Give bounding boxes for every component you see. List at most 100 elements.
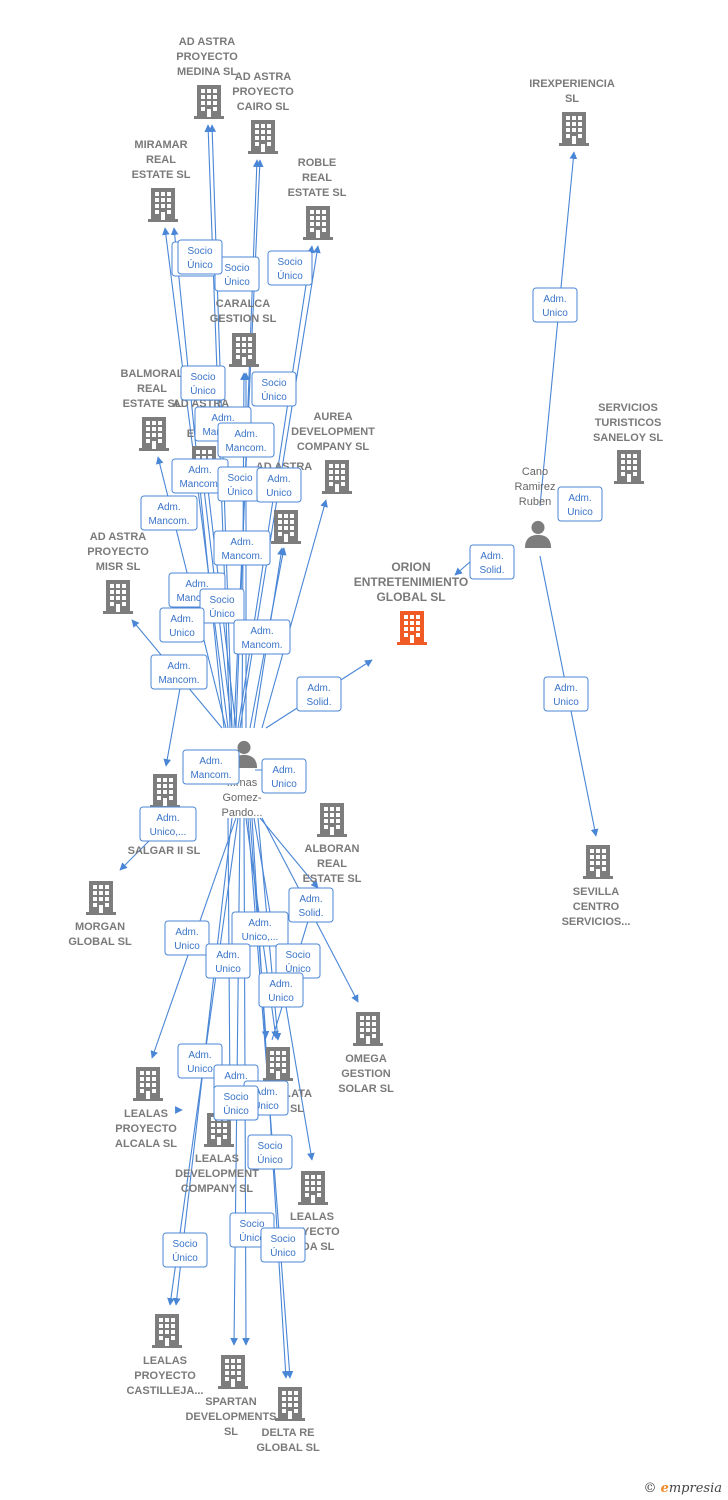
node-lealas-castilleja[interactable]: LEALASPROYECTOCASTILLEJA... (126, 1314, 204, 1397)
edge-label-frame (180, 365, 226, 401)
building-icon (583, 845, 613, 879)
building-icon (133, 1067, 163, 1101)
node-label-line: ENTRETENIMIENTO (354, 575, 468, 589)
edge-label-text: Adm. (272, 765, 295, 776)
node-sevilla[interactable]: SEVILLACENTROSERVICIOS... (562, 845, 631, 928)
edge-label-box[interactable]: Adm.Unico (557, 486, 603, 522)
edge-label-text: Unico,... (150, 827, 187, 838)
node-label-line: LEALAS (124, 1108, 168, 1120)
node-label-line: Pando... (222, 807, 263, 819)
node-label-line: ESTATE SL (288, 187, 347, 199)
node-label-line: ALCALA SL (115, 1138, 177, 1150)
edge-label-box[interactable]: Adm.Unico (205, 943, 251, 979)
node-label-line: GLOBAL SL (256, 1442, 320, 1454)
edge-label-text: Único (224, 275, 250, 288)
edge-label-box[interactable]: Adm.Mancom. (182, 749, 240, 785)
node-label-line: ESTATE SL (132, 169, 191, 181)
edge-label-box[interactable]: Adm.Unico,... (231, 911, 289, 947)
edge-label-box[interactable]: Adm.Mancom. (217, 422, 275, 458)
edge-label-text: Adm. (211, 413, 234, 424)
edge-label-text: Único (261, 390, 287, 403)
edge-label-frame (199, 588, 245, 624)
edge-label-box[interactable]: Adm.Solid. (288, 887, 334, 923)
edge-label-text: Socio (224, 263, 249, 274)
node-label-line: LEALAS (143, 1355, 187, 1367)
edge-label-box[interactable]: Adm.Unico (258, 972, 304, 1008)
edge-label-box[interactable]: Adm.Mancom. (140, 495, 198, 531)
edge-label-frame (288, 887, 334, 923)
edge-label-frame (139, 806, 197, 842)
edge-label-box[interactable]: Adm.Unico (532, 287, 578, 323)
edge-label-frame (205, 943, 251, 979)
edge-label-box[interactable]: Adm.Unico (159, 607, 205, 643)
edge-label-text: Unico (542, 308, 568, 319)
node-label-line: CAIRO SL (237, 101, 290, 113)
edge-label-box[interactable]: Adm.Unico (177, 1043, 223, 1079)
edge-label-frame (182, 749, 240, 785)
edge-label-frame (177, 1043, 223, 1079)
edge-label-box[interactable]: Adm.Solid. (469, 544, 515, 580)
person-icon (524, 520, 552, 548)
edge-label-text: Adm. (188, 1050, 211, 1061)
edge-label-text: Socio (172, 1239, 197, 1250)
node-label-line: ROBLE (298, 157, 337, 169)
node-label-line: REAL (137, 383, 167, 395)
edge-label-box[interactable]: Adm.Unico (256, 467, 302, 503)
edge-label-text: Solid. (306, 697, 331, 708)
edge-label-box[interactable]: Adm.Unico (543, 676, 589, 712)
edge-label-box[interactable]: Adm.Mancom. (150, 654, 208, 690)
edge-label-text: Adm. (157, 502, 180, 513)
edge-label-text: Socio (190, 372, 215, 383)
node-label-line: GESTION SL (210, 313, 277, 325)
edge-label-box[interactable]: Adm.Unico,... (139, 806, 197, 842)
building-icon (353, 1012, 383, 1046)
edge-label-frame (213, 1085, 259, 1121)
edge-label-frame (543, 676, 589, 712)
edge-label-box[interactable]: Adm.Mancom. (213, 530, 271, 566)
brand-logo-e: e (660, 1481, 669, 1496)
building-icon (322, 460, 352, 494)
building-icon (218, 1355, 248, 1389)
edge-label-box[interactable]: Adm.Solid. (296, 676, 342, 712)
edge-label-box[interactable]: Adm.Unico (164, 920, 210, 956)
edge-label-box[interactable]: Adm.Mancom. (233, 619, 291, 655)
edge-label-box[interactable]: Adm.Unico (261, 758, 307, 794)
edge-label-box[interactable]: Adm.Mancom. (171, 458, 229, 494)
edge-line (539, 151, 578, 507)
node-label-line: SERVICIOS (598, 402, 658, 414)
edge-label-frame (258, 972, 304, 1008)
